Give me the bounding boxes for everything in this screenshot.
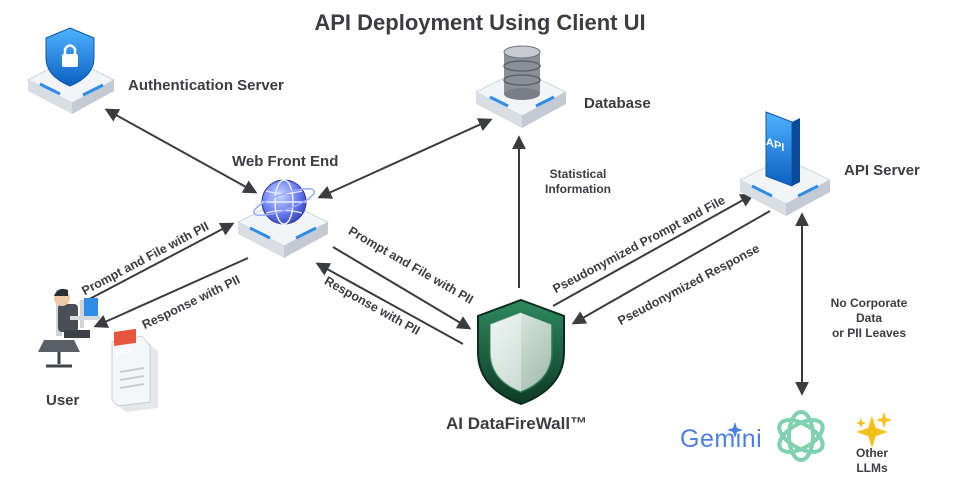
- auth-server-icon: [26, 27, 116, 114]
- arrow-web-user: [93, 257, 249, 328]
- arrow-api-firewall: [571, 210, 771, 325]
- web-front-end-icon: [236, 179, 330, 258]
- statistical-info-line-1: Statistical: [549, 167, 607, 181]
- gemini-logo: Gemini: [680, 425, 763, 453]
- other-llms-line-2: LLMs: [856, 461, 888, 475]
- pdf-badge: PDF: [116, 345, 132, 358]
- arrow-firewall-web: [315, 262, 464, 345]
- no-corporate-line-1: No Corporate: [830, 296, 908, 310]
- gemini-sparkle-icon: [727, 422, 743, 438]
- database-label: Database: [584, 95, 651, 112]
- arrow-firewall-api: [552, 193, 755, 307]
- openai-logo-icon: [777, 410, 825, 462]
- firewall-label: AI DataFireWall™: [446, 414, 588, 433]
- statistical-info-label: Statistical Information: [532, 167, 624, 197]
- statistical-info-line-2: Information: [545, 182, 611, 196]
- pdf-document-icon: [111, 328, 158, 412]
- arrow-web-firewall: [332, 246, 472, 330]
- no-corporate-line-2: Data: [855, 311, 882, 325]
- database-icon: [474, 45, 568, 128]
- arrow-web-database: [317, 118, 493, 199]
- arrow-user-web: [79, 222, 235, 305]
- api-server-label: API Server: [844, 162, 920, 179]
- user-icon: [38, 288, 100, 368]
- web-front-end-label: Web Front End: [232, 153, 339, 170]
- api-server-icon: [738, 111, 832, 216]
- arrow-auth-web: [104, 108, 258, 194]
- user-label: User: [46, 392, 80, 409]
- firewall-shield-icon: [477, 298, 565, 406]
- other-llms-line-1: Other: [855, 446, 888, 460]
- other-llms-label: Other LLMs: [846, 446, 898, 476]
- sparkles-icon: [856, 412, 892, 448]
- no-corporate-line-3: or PII Leaves: [831, 326, 907, 340]
- no-corporate-label: No Corporate Data or PII Leaves: [816, 296, 922, 341]
- page-title: API Deployment Using Client UI: [314, 10, 646, 35]
- auth-server-label: Authentication Server: [128, 77, 284, 94]
